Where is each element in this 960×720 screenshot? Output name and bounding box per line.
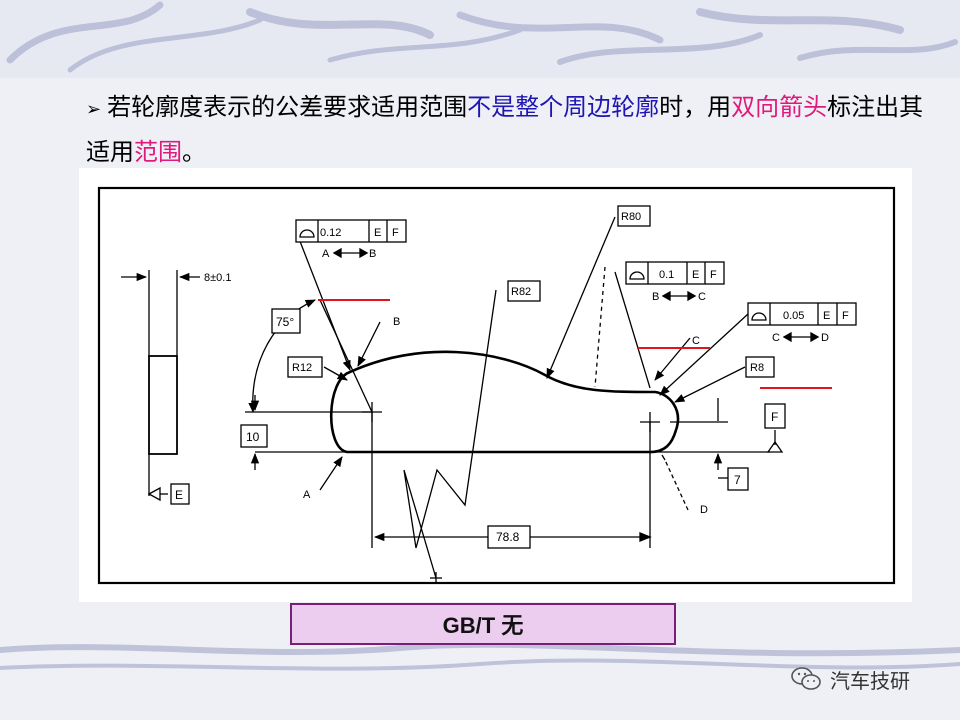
fcf2-range-from: B	[652, 291, 659, 303]
fcf3-tolerance: 0.05	[783, 310, 804, 322]
offset-label: 7	[734, 473, 741, 487]
heading-emphasis-blue: 不是整个周边轮廓	[467, 93, 660, 121]
fcf1-range-from: A	[322, 248, 330, 260]
fcf1-tolerance: 0.12	[320, 227, 341, 239]
angle-label: 75°	[276, 315, 294, 329]
fcf2-tolerance: 0.1	[659, 269, 674, 281]
heading-text: ➢若轮廓度表示的公差要求适用范围不是整个周边轮廓时，用双向箭头标注出其适用范围。	[86, 86, 926, 173]
dim-thickness-label: 8±0.1	[204, 272, 231, 284]
fcf3-datum-1: E	[823, 310, 830, 322]
radius-peak-label: R80	[621, 211, 641, 223]
side-view-part	[148, 355, 178, 455]
fcf3-range-from: C	[772, 332, 780, 344]
heading-emphasis-range: 范围	[134, 138, 182, 166]
heading-part-5: 标注出其适用	[86, 93, 924, 166]
radius-left-label: R12	[292, 362, 312, 374]
fcf2-range-to: C	[698, 291, 706, 303]
fcf1-datum-2: F	[392, 227, 399, 239]
drawing-border	[97, 186, 896, 585]
fcf1-range-to: B	[369, 248, 376, 260]
drawing-svg: 8±0.1 75° R12 10 R82 R80 R8 F E 7 78.8 0…	[97, 186, 896, 585]
fcf3-datum-2: F	[842, 310, 849, 322]
heading-part-1: 若轮廓度表示的公差要求适用范围	[107, 93, 468, 121]
fcf2-datum-1: E	[692, 269, 699, 281]
datum-e-label: E	[175, 488, 183, 502]
standard-label-box: GB/T 无	[290, 603, 676, 645]
heading-emphasis-double-arrow: 双向箭头	[731, 93, 828, 121]
watermark: 汽车技研	[790, 664, 910, 694]
main-profile-outline	[329, 350, 680, 454]
radius-right-label: R8	[750, 362, 764, 374]
heading-part-7: 。	[182, 138, 206, 166]
profile-symbol-icon	[629, 271, 645, 280]
wechat-icon	[791, 667, 821, 690]
point-a-label: A	[303, 489, 311, 501]
profile-symbol-icon	[299, 229, 315, 238]
profile-of-surface-icons	[299, 229, 767, 321]
datum-f-label: F	[771, 410, 778, 424]
length-label: 78.8	[496, 530, 520, 544]
heading-part-3: 时，用	[659, 93, 732, 121]
watermark-text: 汽车技研	[830, 668, 910, 693]
radius-top-label: R82	[511, 286, 531, 298]
profile-symbol-icon	[751, 312, 767, 321]
point-d-label: D	[700, 504, 708, 516]
bullet-arrow-icon: ➢	[86, 99, 102, 120]
point-b-label: B	[393, 316, 400, 328]
technical-drawing: 8±0.1 75° R12 10 R82 R80 R8 F E 7 78.8 0…	[79, 168, 912, 602]
fcf2-datum-2: F	[710, 269, 717, 281]
point-c-label: C	[692, 335, 700, 347]
red-range-markers	[318, 299, 832, 389]
fcf1-datum-1: E	[374, 227, 381, 239]
fcf3-range-to: D	[821, 332, 829, 344]
height-label: 10	[246, 430, 260, 444]
